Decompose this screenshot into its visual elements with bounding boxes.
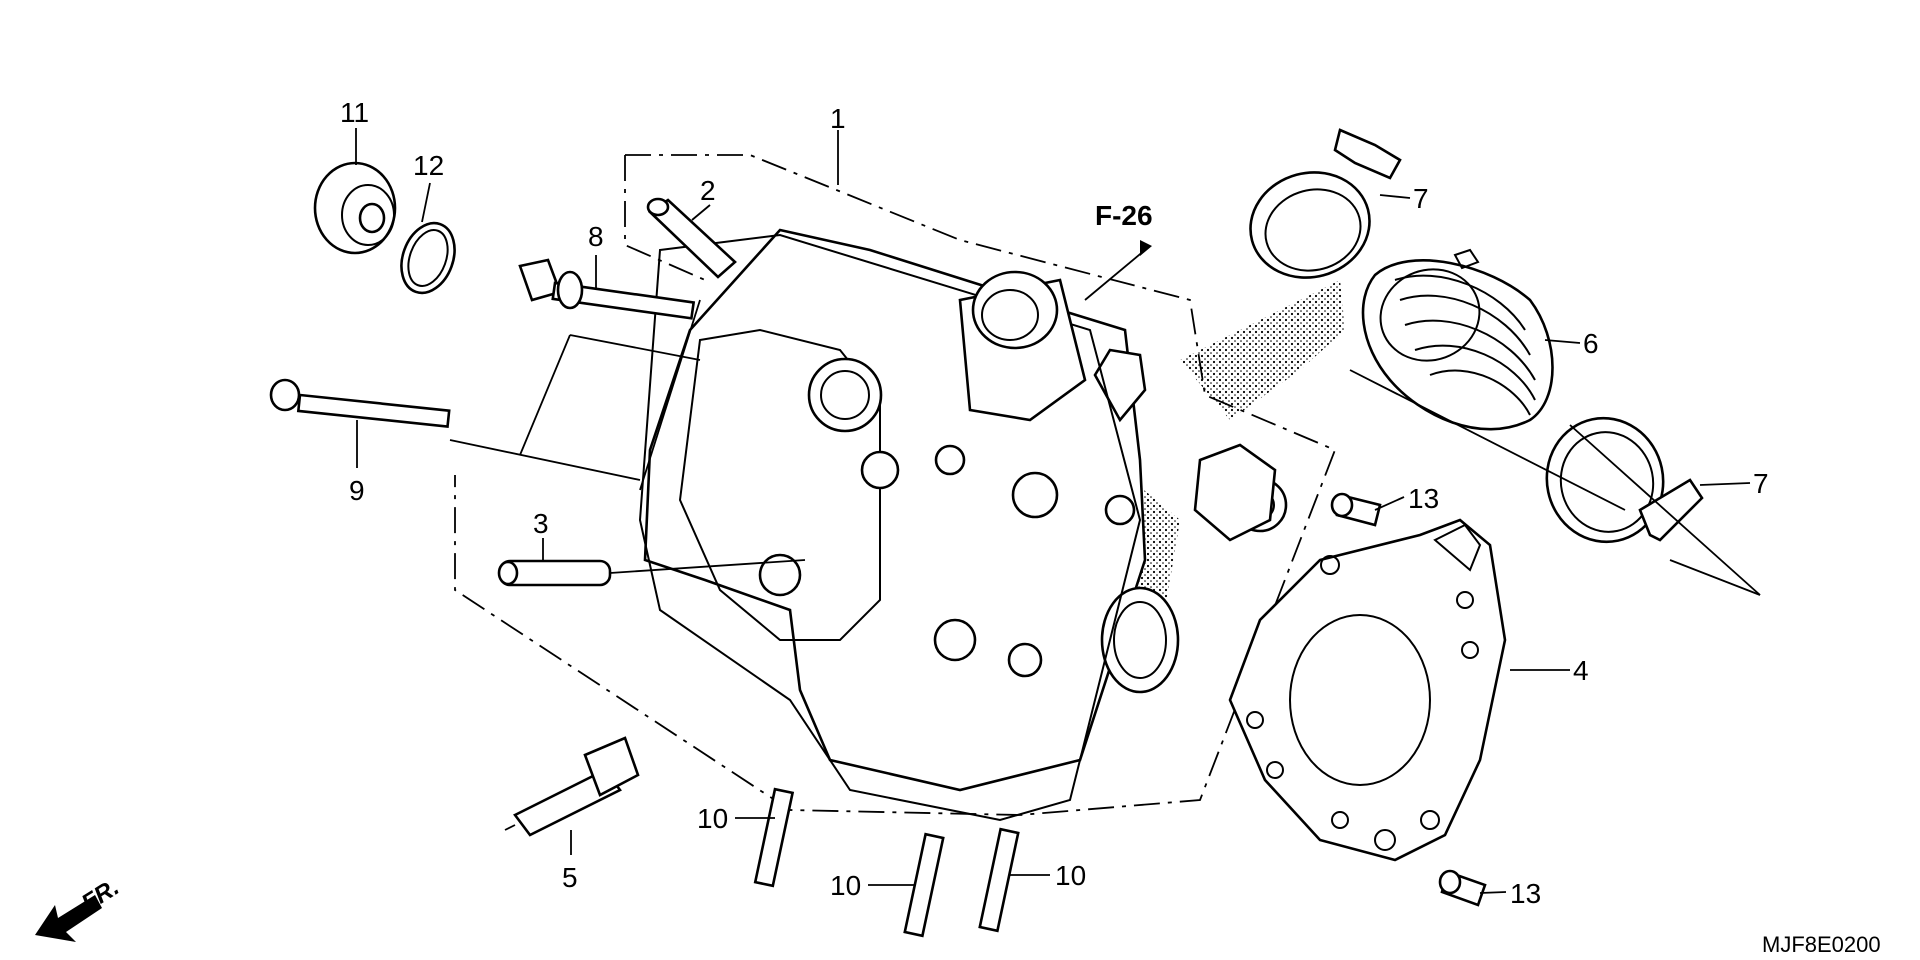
cap-11 xyxy=(313,161,397,255)
stud-10c xyxy=(978,827,1020,933)
callout-6: 6 xyxy=(1583,328,1599,359)
callout-13a: 13 xyxy=(1408,483,1439,514)
callout-12: 12 xyxy=(413,150,444,181)
callout-10a: 10 xyxy=(697,803,728,834)
callout-1: 1 xyxy=(830,103,846,134)
stud-10a xyxy=(753,787,795,888)
callout-3: 3 xyxy=(533,508,549,539)
head-gasket-4 xyxy=(1228,518,1507,862)
front-direction-marker: FR. xyxy=(35,874,124,942)
callout-7a: 7 xyxy=(1413,183,1429,214)
bolt-8 xyxy=(518,258,696,320)
bolt-9 xyxy=(269,378,641,481)
callout-leaders xyxy=(355,128,1751,894)
callout-10b: 10 xyxy=(830,870,861,901)
callout-10c: 10 xyxy=(1055,860,1086,891)
o-ring-12 xyxy=(400,221,456,295)
callout-2: 2 xyxy=(700,175,716,206)
spark-plug-5 xyxy=(504,736,640,837)
dowel-pin-3 xyxy=(497,559,806,587)
assembly-outline xyxy=(454,154,1337,816)
dowel-13b xyxy=(1438,869,1487,907)
reference-label: F-26 xyxy=(1095,200,1153,231)
intake-boot-6 xyxy=(1361,248,1554,431)
intake-port xyxy=(958,240,1152,422)
callout-13b: 13 xyxy=(1510,878,1541,909)
callout-9: 9 xyxy=(349,475,365,506)
dowel-13a xyxy=(1330,492,1382,527)
callout-labels: 1 2 3 4 5 6 7 7 8 9 10 10 10 11 12 13 13 xyxy=(340,97,1769,909)
callout-4: 4 xyxy=(1573,655,1589,686)
hose-clamp-7a xyxy=(1249,128,1402,279)
diagram-code: MJF8E0200 xyxy=(1762,932,1881,957)
callout-7b: 7 xyxy=(1753,468,1769,499)
stud-10b xyxy=(903,832,945,938)
assembly-arrows xyxy=(1349,369,1761,596)
callout-5: 5 xyxy=(562,862,578,893)
dowel-pin-2 xyxy=(646,197,737,279)
hose-clamp-7b xyxy=(1545,416,1704,544)
bolt-leader-bracket xyxy=(519,299,701,491)
callout-8: 8 xyxy=(588,221,604,252)
callout-11: 11 xyxy=(340,97,369,128)
